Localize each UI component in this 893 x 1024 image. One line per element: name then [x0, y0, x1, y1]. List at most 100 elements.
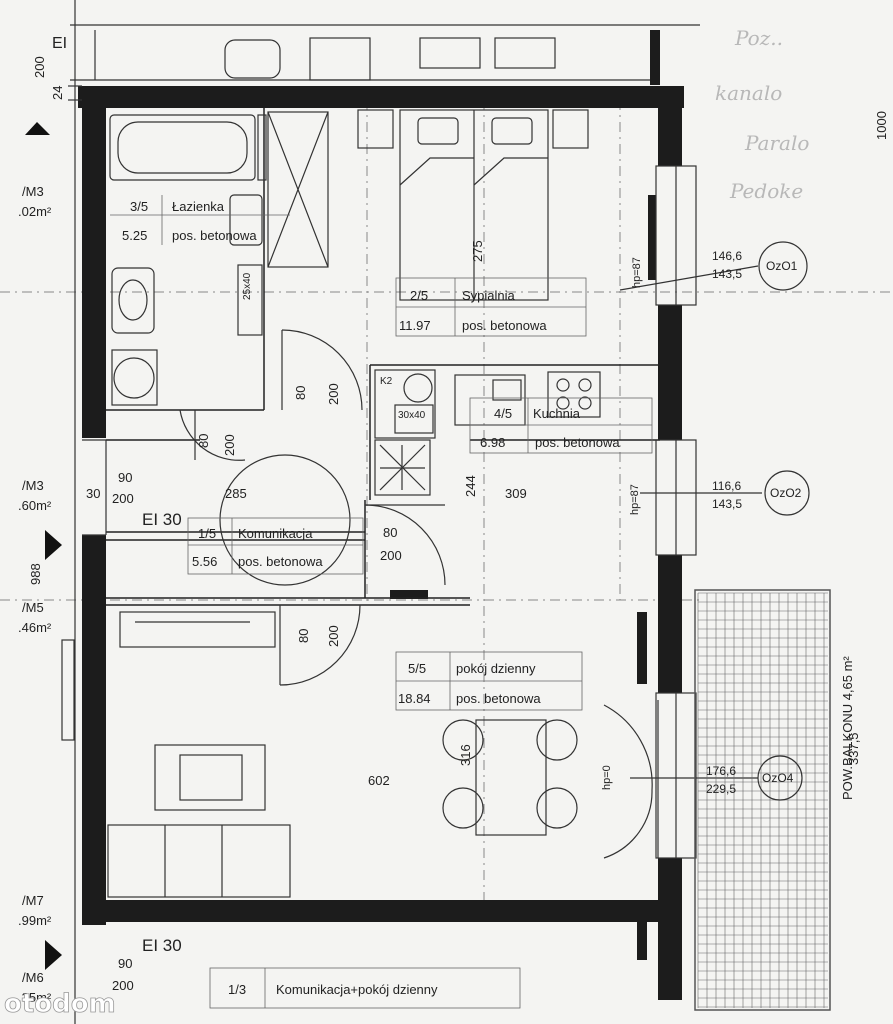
windows	[619, 165, 762, 859]
dim-24: 24	[50, 86, 65, 100]
svg-text:30x40: 30x40	[398, 410, 426, 421]
svg-text:229,5: 229,5	[706, 782, 736, 796]
fire-rating-lower: EI 30	[142, 936, 182, 955]
door-swings	[82, 329, 659, 859]
bathroom-fixtures	[109, 111, 329, 406]
dim-244: 244	[463, 475, 478, 497]
room-label-komunikacja: 1/5 Komunikacja 5.56 pos. betonowa	[187, 517, 364, 575]
svg-text:hp=87: hp=87	[629, 484, 641, 515]
axis-lines	[0, 100, 893, 900]
svg-text:/M5: /M5	[22, 600, 44, 615]
svg-text:Paralo: Paralo	[744, 131, 809, 155]
room-area: 11.97	[399, 318, 431, 333]
dim-bed-depth: 275	[470, 240, 485, 262]
svg-text:hp=87: hp=87	[631, 257, 643, 288]
svg-text:90: 90	[118, 470, 132, 485]
svg-text:90: 90	[118, 956, 132, 971]
svg-text:/M3: /M3	[22, 184, 44, 199]
room-floor: pos. betonowa	[535, 435, 620, 450]
partitions	[106, 108, 660, 606]
dim-200-top: 200	[32, 56, 47, 78]
window-label-ozo4: 176,6 229,5 OzO4 hp=0	[601, 755, 803, 801]
dim-309: 309	[505, 486, 527, 501]
svg-text:143,5: 143,5	[712, 497, 742, 511]
svg-text:/M7: /M7	[22, 893, 44, 908]
svg-text:80: 80	[196, 434, 211, 448]
room-area: 5.25	[122, 228, 147, 243]
section-markers	[25, 122, 62, 970]
bed	[357, 109, 589, 301]
svg-text:200: 200	[326, 625, 341, 647]
room-code: 5/5	[408, 661, 426, 676]
walls	[78, 30, 684, 1000]
room-code: 2/5	[410, 288, 428, 303]
room-area: 5.56	[192, 554, 217, 569]
room-label-bottom: 1/3 Komunikacja+pokój dzienny	[209, 967, 521, 1009]
living-furniture	[107, 611, 578, 898]
handwritten-notes: Poz.. kanalo Paralo Pedoke	[715, 26, 809, 203]
svg-text:OzO1: OzO1	[766, 259, 798, 273]
dim-602: 602	[368, 773, 390, 788]
left-dimension-line	[61, 0, 82, 1024]
svg-text:80: 80	[293, 386, 308, 400]
dim-285: 285	[225, 486, 247, 501]
svg-text:80: 80	[383, 525, 397, 540]
room-name: Komunikacja	[238, 526, 313, 541]
svg-text:/M6: /M6	[22, 970, 44, 985]
room-label-sypialnia: 2/5 Sypialnia 11.97 pos. betonowa	[395, 277, 587, 337]
watermark-logo: otodom	[4, 989, 116, 1019]
balcony-label: POW.BALKONU 4,65 m²	[840, 656, 855, 800]
svg-text:OzO4: OzO4	[762, 771, 794, 785]
svg-text:200: 200	[380, 548, 402, 563]
appliance-tags: 25x40 30x40 K2	[242, 272, 426, 421]
window-label-ozo1: 146,6 143,5 OzO1 hp=87	[631, 241, 808, 291]
dim-316: 316	[458, 744, 473, 766]
dim-988: 988	[28, 563, 43, 585]
svg-text:200: 200	[112, 491, 134, 506]
svg-text:200: 200	[112, 978, 134, 993]
dim-1000: 1000	[874, 111, 889, 140]
room-name: Komunikacja+pokój dzienny	[276, 982, 438, 997]
room-label-kuchnia: 4/5 Kuchnia 6.98 pos. betonowa	[469, 397, 653, 454]
svg-text:176,6: 176,6	[706, 764, 736, 778]
fire-rating-upper: EI 30	[142, 510, 182, 529]
room-name: Sypialnia	[462, 288, 516, 303]
room-name: Łazienka	[172, 199, 225, 214]
svg-text:/M3: /M3	[22, 478, 44, 493]
room-label-pokoj: 5/5 pokój dzienny 18.84 pos. betonowa	[395, 651, 583, 711]
room-name: pokój dzienny	[456, 661, 536, 676]
svg-text:OzO2: OzO2	[770, 486, 802, 500]
room-code: 1/3	[228, 982, 246, 997]
left-margin-labels: /M3 .02m² /M3 .60m² /M5 .46m² /M7 .99m² …	[18, 184, 52, 1005]
svg-text:kanalo: kanalo	[715, 81, 782, 105]
svg-text:200: 200	[326, 383, 341, 405]
room-label-lazienka: 3/5 Łazienka 5.25 pos. betonowa	[110, 195, 290, 245]
upper-neighbour-strip	[70, 24, 700, 81]
balcony	[694, 589, 831, 1011]
room-code: 3/5	[130, 199, 148, 214]
dim-337: 337,5	[846, 732, 861, 765]
room-floor: pos. betonowa	[456, 691, 541, 706]
svg-text:116,6: 116,6	[712, 479, 741, 493]
kitchen-fixtures	[374, 369, 601, 496]
room-area: 6.98	[480, 435, 505, 450]
svg-text:200: 200	[222, 434, 237, 456]
svg-text:K2: K2	[380, 376, 393, 387]
room-name: Kuchnia	[533, 406, 581, 421]
window-label-ozo2: 116,6 143,5 OzO2 hp=87	[629, 470, 810, 516]
dim-30: 30	[86, 486, 100, 501]
room-code: 4/5	[494, 406, 512, 421]
dimension-labels: 275 244 309 285 602 316 988 337,5 200 24…	[28, 56, 889, 788]
svg-text:hp=0: hp=0	[601, 765, 613, 790]
room-floor: pos. betonowa	[462, 318, 547, 333]
svg-text:80: 80	[296, 629, 311, 643]
door-size-labels: 80 200 80 200 80 200 80 200 90 200 90 20…	[112, 383, 402, 993]
balcony-grid	[697, 592, 828, 1008]
header-fragment: EI	[52, 35, 67, 52]
room-code: 1/5	[198, 526, 216, 541]
svg-text:25x40: 25x40	[242, 272, 253, 300]
svg-text:146,6: 146,6	[712, 249, 742, 263]
svg-text:.46m²: .46m²	[18, 620, 52, 635]
room-floor: pos. betonowa	[238, 554, 323, 569]
